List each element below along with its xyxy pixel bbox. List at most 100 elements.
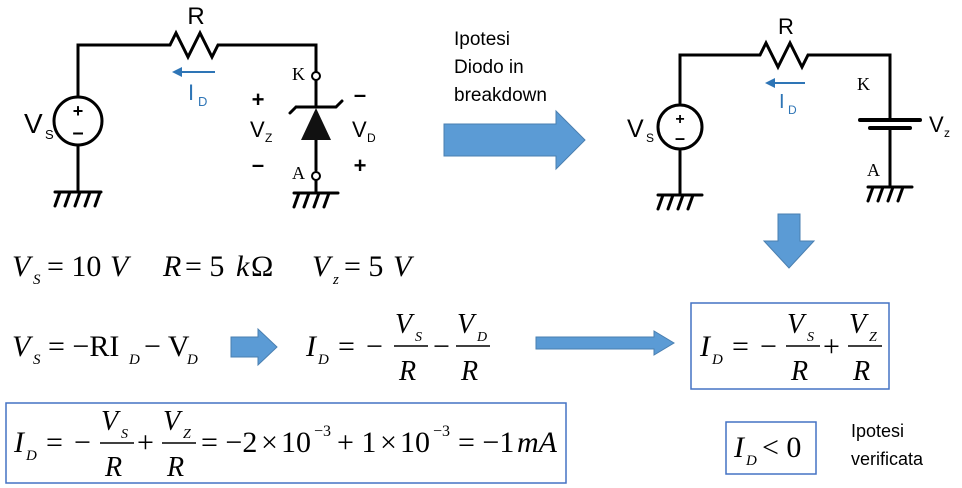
arrow-icon — [230, 327, 278, 367]
hypothesis-line1: Ipotesi — [454, 29, 510, 50]
source-minus-right: – — [675, 128, 685, 148]
current-label-sub: D — [198, 94, 207, 109]
boxed-equation-frame — [690, 302, 890, 390]
current-label: I — [188, 80, 194, 105]
param-vz-unit: V — [393, 250, 415, 283]
svg-text:= −1: = −1 — [458, 426, 514, 459]
source-plus: + — [73, 101, 84, 121]
anode-label: A — [292, 163, 305, 183]
svg-text:D: D — [745, 453, 757, 469]
voltage-source-icon — [52, 95, 104, 147]
param-r-unit-ohm: Ω — [251, 250, 273, 283]
svg-text:−3: −3 — [433, 423, 450, 440]
svg-text:D: D — [186, 352, 198, 368]
svg-text:×: × — [261, 426, 278, 459]
source-minus: – — [72, 122, 83, 144]
svg-text:I: I — [733, 431, 746, 464]
svg-text:V: V — [101, 406, 121, 437]
svg-text:R: R — [852, 356, 870, 387]
current-label-right-sub: D — [788, 103, 797, 117]
svg-text:−: − — [74, 426, 91, 459]
vd-minus: – — [354, 82, 366, 107]
source-label-sub: S — [45, 127, 54, 142]
source-label-right-sub: S — [646, 131, 654, 145]
svg-text:V: V — [849, 309, 869, 340]
svg-text:Z: Z — [869, 330, 877, 345]
resistor-icon — [758, 39, 814, 71]
hypothesis-line3: breakdown — [454, 85, 547, 106]
battery-icon — [858, 118, 922, 130]
svg-text:R: R — [790, 356, 808, 387]
anode-label-right: A — [867, 160, 880, 180]
svg-text:S: S — [415, 330, 422, 345]
kvl-equation: V S = −RI D − V D — [12, 330, 198, 368]
param-vz-sub: z — [332, 272, 339, 288]
vz-plus: + — [252, 87, 265, 112]
svg-text:Z: Z — [183, 427, 191, 442]
svg-text:S: S — [33, 352, 41, 368]
param-vz-value: = 5 — [344, 250, 383, 283]
param-r-value: = 5 — [185, 250, 224, 283]
svg-text:D: D — [711, 352, 723, 368]
vz-label-right: V — [929, 112, 944, 137]
vz-label: V — [250, 117, 265, 142]
svg-text:D: D — [25, 448, 37, 464]
param-r-unit-k: k — [236, 250, 250, 283]
svg-text:I: I — [305, 330, 318, 363]
arrow-icon — [762, 213, 816, 269]
arrow-icon — [535, 330, 675, 356]
source-label: V — [24, 108, 43, 139]
verdict-line2: verificata — [851, 449, 924, 469]
param-vs-symbol: V — [12, 250, 34, 283]
cathode-label: K — [292, 64, 305, 84]
svg-text:R: R — [104, 452, 122, 483]
svg-text:V: V — [787, 309, 807, 340]
svg-text:S: S — [121, 427, 128, 442]
param-vs-value: = 10 — [47, 250, 101, 283]
svg-text:V: V — [163, 406, 183, 437]
svg-text:+: + — [823, 330, 840, 363]
svg-text:< 0: < 0 — [762, 431, 801, 464]
verify-frame — [725, 421, 817, 475]
svg-text:mA: mA — [517, 426, 558, 459]
inequality: I D < 0 — [733, 431, 801, 469]
resistor-label-right: R — [778, 14, 794, 39]
result-frame — [5, 402, 567, 484]
resistor-icon — [168, 29, 224, 61]
id-equation-1: I D = − V S R − V D R — [305, 309, 490, 387]
verdict-line1: Ipotesi — [851, 421, 904, 441]
vd-label: V — [352, 117, 367, 142]
vz-label-sub: Z — [265, 131, 272, 145]
svg-text:I: I — [13, 426, 26, 459]
source-label-right: V — [627, 115, 644, 143]
svg-text:S: S — [807, 330, 814, 345]
parameters-row: V S = 10 V R = 5 k Ω V z = 5 V — [12, 250, 415, 288]
source-plus-right: + — [675, 111, 684, 128]
param-r-symbol: R — [162, 250, 181, 283]
vd-label-sub: D — [367, 131, 376, 145]
svg-text:−3: −3 — [314, 423, 331, 440]
vd-plus: + — [354, 153, 367, 178]
ground-icon — [53, 190, 103, 208]
svg-text:10: 10 — [281, 426, 311, 459]
svg-text:−: − — [760, 330, 777, 363]
circuit-right — [656, 39, 922, 211]
svg-text:×: × — [380, 426, 397, 459]
svg-text:=: = — [732, 330, 749, 363]
svg-text:10: 10 — [400, 426, 430, 459]
arrow-icon — [443, 109, 586, 171]
svg-text:= −RI: = −RI — [48, 330, 119, 363]
svg-text:=: = — [338, 330, 355, 363]
svg-text:= −2: = −2 — [201, 426, 257, 459]
current-label-right: I — [779, 91, 785, 113]
svg-text:D: D — [128, 352, 140, 368]
result-equation: I D = − V S R + V Z R = −2 × 10 −3 + 1 ×… — [13, 406, 558, 483]
id-equation-2: I D = − V S R + V Z R — [699, 309, 882, 387]
svg-text:D: D — [476, 330, 487, 345]
vz-minus: – — [252, 152, 264, 177]
resistor-label: R — [187, 3, 204, 30]
cathode-label-right: K — [857, 74, 870, 94]
param-vz-symbol: V — [312, 250, 334, 283]
svg-text:+: + — [137, 426, 154, 459]
svg-text:V: V — [457, 309, 477, 340]
